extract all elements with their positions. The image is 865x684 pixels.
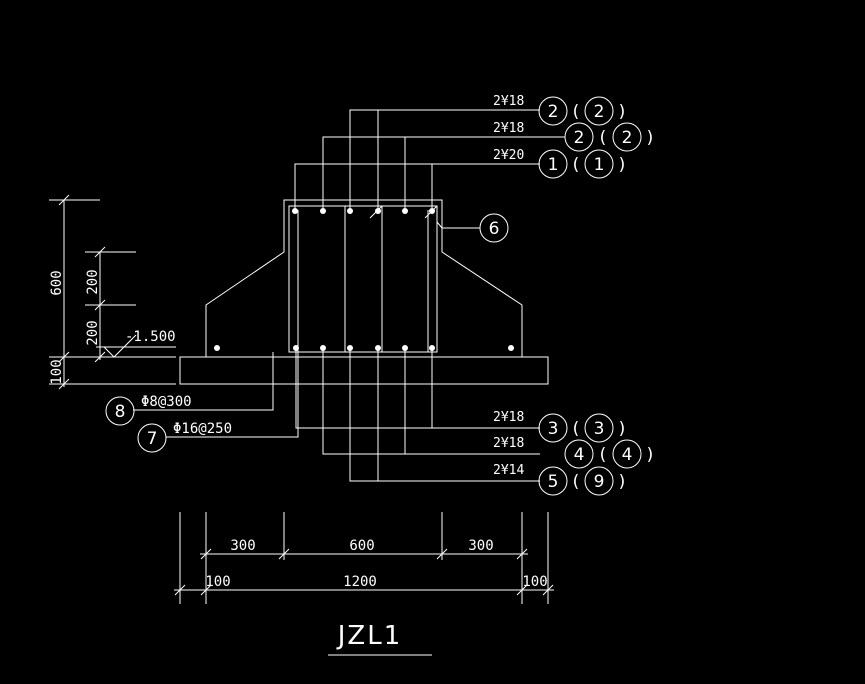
top-leaders — [294, 109, 565, 211]
bottom-bar-mark-1a: 3 — [548, 419, 559, 439]
vertical-dims: 600 200 200 100 — [49, 194, 176, 390]
svg-text:(: ( — [573, 472, 580, 492]
bottom-bar-text-1: 2¥18 — [493, 410, 524, 425]
dim-h-300-right: 300 — [468, 538, 493, 554]
dim-h-100-left: 100 — [205, 574, 230, 590]
svg-text:(: ( — [600, 128, 607, 148]
svg-text:): ) — [619, 472, 626, 492]
bottom-leaders — [295, 348, 540, 482]
svg-text:): ) — [619, 155, 626, 175]
top-bar-mark-2a: 2 — [574, 128, 585, 148]
note-mark-8: 8 — [115, 402, 126, 422]
svg-text:(: ( — [573, 155, 580, 175]
top-bar-mark-1a: 2 — [548, 102, 559, 122]
bottom-bar-mark-2a: 4 — [574, 445, 585, 465]
svg-text:): ) — [647, 128, 654, 148]
svg-text:): ) — [647, 445, 654, 465]
dim-v-200-upper: 200 — [85, 269, 101, 294]
top-bar-text-2: 2¥18 — [493, 121, 524, 136]
top-bar-mark-3a: 1 — [548, 155, 559, 175]
bottom-bar-label-1: 2¥18 3 ( 3 ) — [493, 410, 626, 443]
stirrup-label: 6 — [436, 213, 509, 243]
level-mark: -1.500 — [96, 329, 176, 358]
bottom-bar-mark-1b: 3 — [594, 419, 605, 439]
dim-h-100-right: 100 — [522, 574, 547, 590]
bottom-rebar-dots — [214, 345, 514, 351]
note-mark-7: 7 — [147, 429, 158, 449]
svg-text:(: ( — [573, 419, 580, 439]
bottom-bar-text-2: 2¥18 — [493, 436, 524, 451]
top-rebar-dots — [292, 205, 438, 219]
top-bar-label-2: 2¥18 2 ( 2 ) — [493, 121, 654, 152]
svg-text:(: ( — [600, 445, 607, 465]
top-bar-label-3: 2¥20 1 ( 1 ) — [493, 148, 626, 179]
svg-text:): ) — [619, 102, 626, 122]
stirrup-mark: 6 — [489, 219, 500, 239]
bottom-bar-label-3: 2¥14 5 ( 9 ) — [493, 463, 626, 496]
bottom-bar-text-3: 2¥14 — [493, 463, 524, 478]
note-text-8: Φ8@300 — [141, 394, 192, 410]
dim-h-1200: 1200 — [343, 574, 377, 590]
svg-text:(: ( — [573, 102, 580, 122]
left-note-7: 7 Φ16@250 — [137, 352, 299, 453]
note-text-7: Φ16@250 — [173, 421, 232, 437]
bottom-bar-label-2: 2¥18 4 ( 4 ) — [493, 436, 654, 469]
top-bar-mark-2b: 2 — [622, 128, 633, 148]
footing-outline — [179, 199, 549, 385]
stirrup-legs — [297, 206, 429, 352]
dim-v-600: 600 — [49, 270, 65, 295]
dim-v-100: 100 — [49, 359, 65, 384]
bottom-bar-mark-2b: 4 — [622, 445, 633, 465]
drawing-title: JZL1 — [328, 621, 432, 656]
dim-h-300-left: 300 — [230, 538, 255, 554]
svg-text:): ) — [619, 419, 626, 439]
top-bar-label-1: 2¥18 2 ( 2 ) — [493, 94, 626, 126]
bottom-bar-mark-3a: 5 — [548, 472, 559, 492]
top-bar-text-3: 2¥20 — [493, 148, 524, 163]
dim-h-600: 600 — [349, 538, 374, 554]
level-text: -1.500 — [125, 329, 176, 345]
top-bar-text-1: 2¥18 — [493, 94, 524, 109]
horizontal-dims: 300 600 300 100 1200 100 — [174, 512, 554, 604]
bottom-bar-mark-3b: 9 — [594, 472, 605, 492]
dim-v-200-lower: 200 — [85, 320, 101, 345]
top-bar-mark-1b: 2 — [594, 102, 605, 122]
left-note-8: 8 Φ8@300 — [105, 352, 274, 426]
title-text: JZL1 — [336, 621, 403, 651]
top-bar-mark-3b: 1 — [594, 155, 605, 175]
